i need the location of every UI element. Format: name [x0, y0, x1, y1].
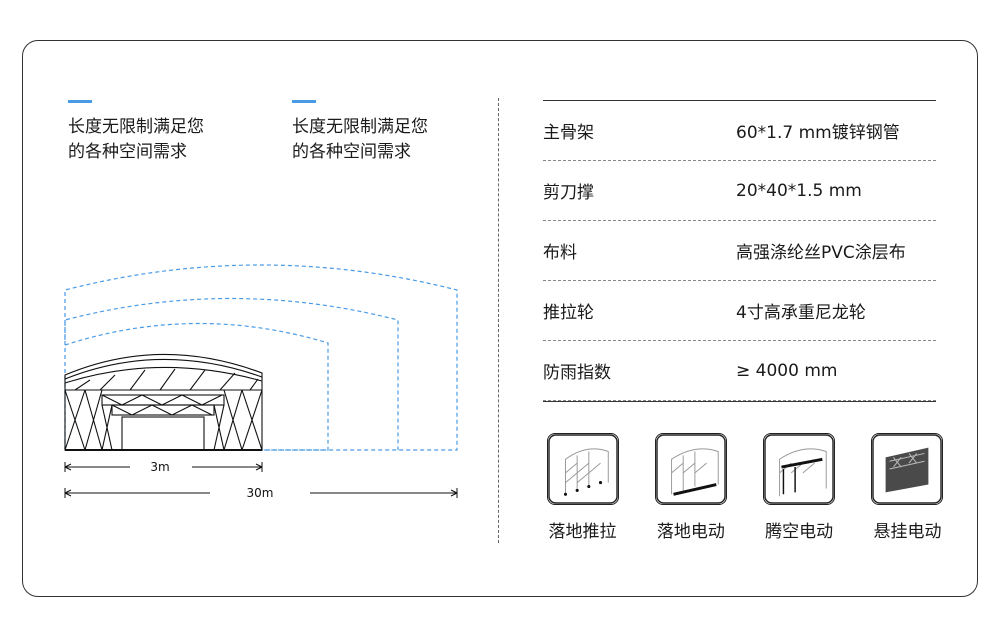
spec-key: 主骨架: [543, 123, 594, 143]
content-card: [22, 40, 978, 597]
tent-structure: [64, 353, 263, 451]
table-top-rule: [543, 100, 936, 101]
spec-key: 防雨指数: [543, 363, 611, 383]
spec-value: 高强涤纶丝PVC涂层布: [736, 243, 906, 263]
extension-outline-small: [64, 322, 329, 451]
hanging-electric-icon: [871, 433, 944, 505]
floor-push-pull-icon: [546, 433, 619, 505]
type-hanging-electric: 悬挂电动: [860, 433, 955, 542]
suspended-electric-icon: [763, 433, 836, 505]
installation-types: 落地推拉 落地电动 腾空电动: [535, 433, 955, 542]
feature-text: 长度无限制满足您 的各种空间需求: [292, 117, 428, 162]
feature-text: 长度无限制满足您 的各种空间需求: [68, 117, 204, 162]
spec-row: 主骨架 60*1.7 mm镀锌钢管: [543, 101, 936, 161]
spec-key: 推拉轮: [543, 303, 594, 323]
dimension-lines: [64, 462, 458, 498]
dimension-label-small: 3m: [150, 460, 169, 474]
spec-row: 剪刀撑 20*40*1.5 mm: [543, 161, 936, 221]
spec-row: 防雨指数 ≥ 4000 mm: [543, 341, 936, 401]
spec-row: 布料 高强涤纶丝PVC涂层布: [543, 221, 936, 281]
type-label: 落地推拉: [548, 522, 617, 542]
spec-value: 20*40*1.5 mm: [736, 180, 862, 201]
type-floor-electric: 落地电动: [643, 433, 738, 542]
feature-accent-bar: [292, 100, 316, 103]
extension-outlines: [64, 264, 458, 451]
feature-block-2: 长度无限制满足您 的各种空间需求: [292, 100, 492, 165]
spec-value: ≥ 4000 mm: [736, 360, 838, 381]
spec-value: 60*1.7 mm镀锌钢管: [736, 123, 900, 143]
spec-key: 布料: [543, 243, 577, 263]
spec-key: 剪刀撑: [543, 183, 594, 203]
vertical-divider: [498, 98, 499, 543]
tent-extension-diagram: 3m 30m: [64, 264, 458, 500]
type-suspended-electric: 腾空电动: [752, 433, 847, 542]
feature-block-1: 长度无限制满足您 的各种空间需求: [68, 100, 268, 165]
spec-table: 主骨架 60*1.7 mm镀锌钢管 剪刀撑 20*40*1.5 mm 布料 高强…: [543, 100, 936, 402]
spec-row: 推拉轮 4寸高承重尼龙轮: [543, 281, 936, 341]
extension-outline-medium: [64, 297, 399, 450]
spec-value: 4寸高承重尼龙轮: [736, 303, 866, 323]
feature-accent-bar: [68, 100, 92, 103]
type-floor-push-pull: 落地推拉: [535, 433, 630, 542]
dimension-label-large: 30m: [247, 486, 274, 500]
extension-outline-large: [64, 264, 458, 451]
floor-electric-icon: [654, 433, 727, 505]
type-label: 落地电动: [656, 522, 725, 542]
type-label: 悬挂电动: [873, 522, 942, 542]
type-label: 腾空电动: [765, 522, 834, 542]
table-bottom-rule: [543, 401, 936, 402]
